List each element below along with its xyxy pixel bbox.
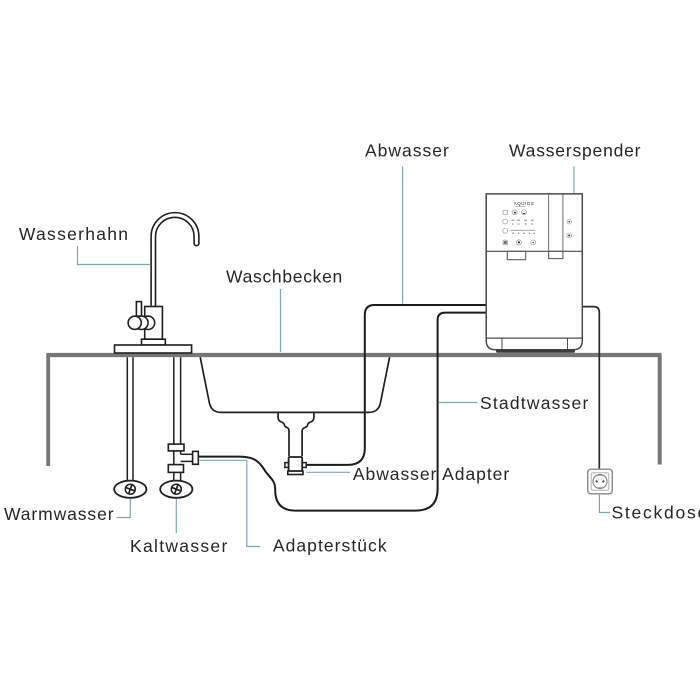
svg-text:Warmwasser: Warmwasser (4, 504, 114, 524)
svg-text:Abwasser: Abwasser (365, 141, 450, 161)
svg-text:Adapterstück: Adapterstück (273, 536, 388, 556)
svg-text:Wasserhahn: Wasserhahn (19, 224, 129, 244)
svg-text:Stadtwasser: Stadtwasser (480, 393, 590, 413)
svg-text:Waschbecken: Waschbecken (226, 267, 343, 287)
svg-text:Abwasser Adapter: Abwasser Adapter (353, 464, 510, 484)
svg-text:Wasserspender: Wasserspender (509, 141, 641, 161)
svg-text:AQUIOS: AQUIOS (514, 201, 535, 206)
svg-text:Kaltwasser: Kaltwasser (130, 536, 229, 556)
svg-text:Steckdose: Steckdose (612, 503, 700, 523)
